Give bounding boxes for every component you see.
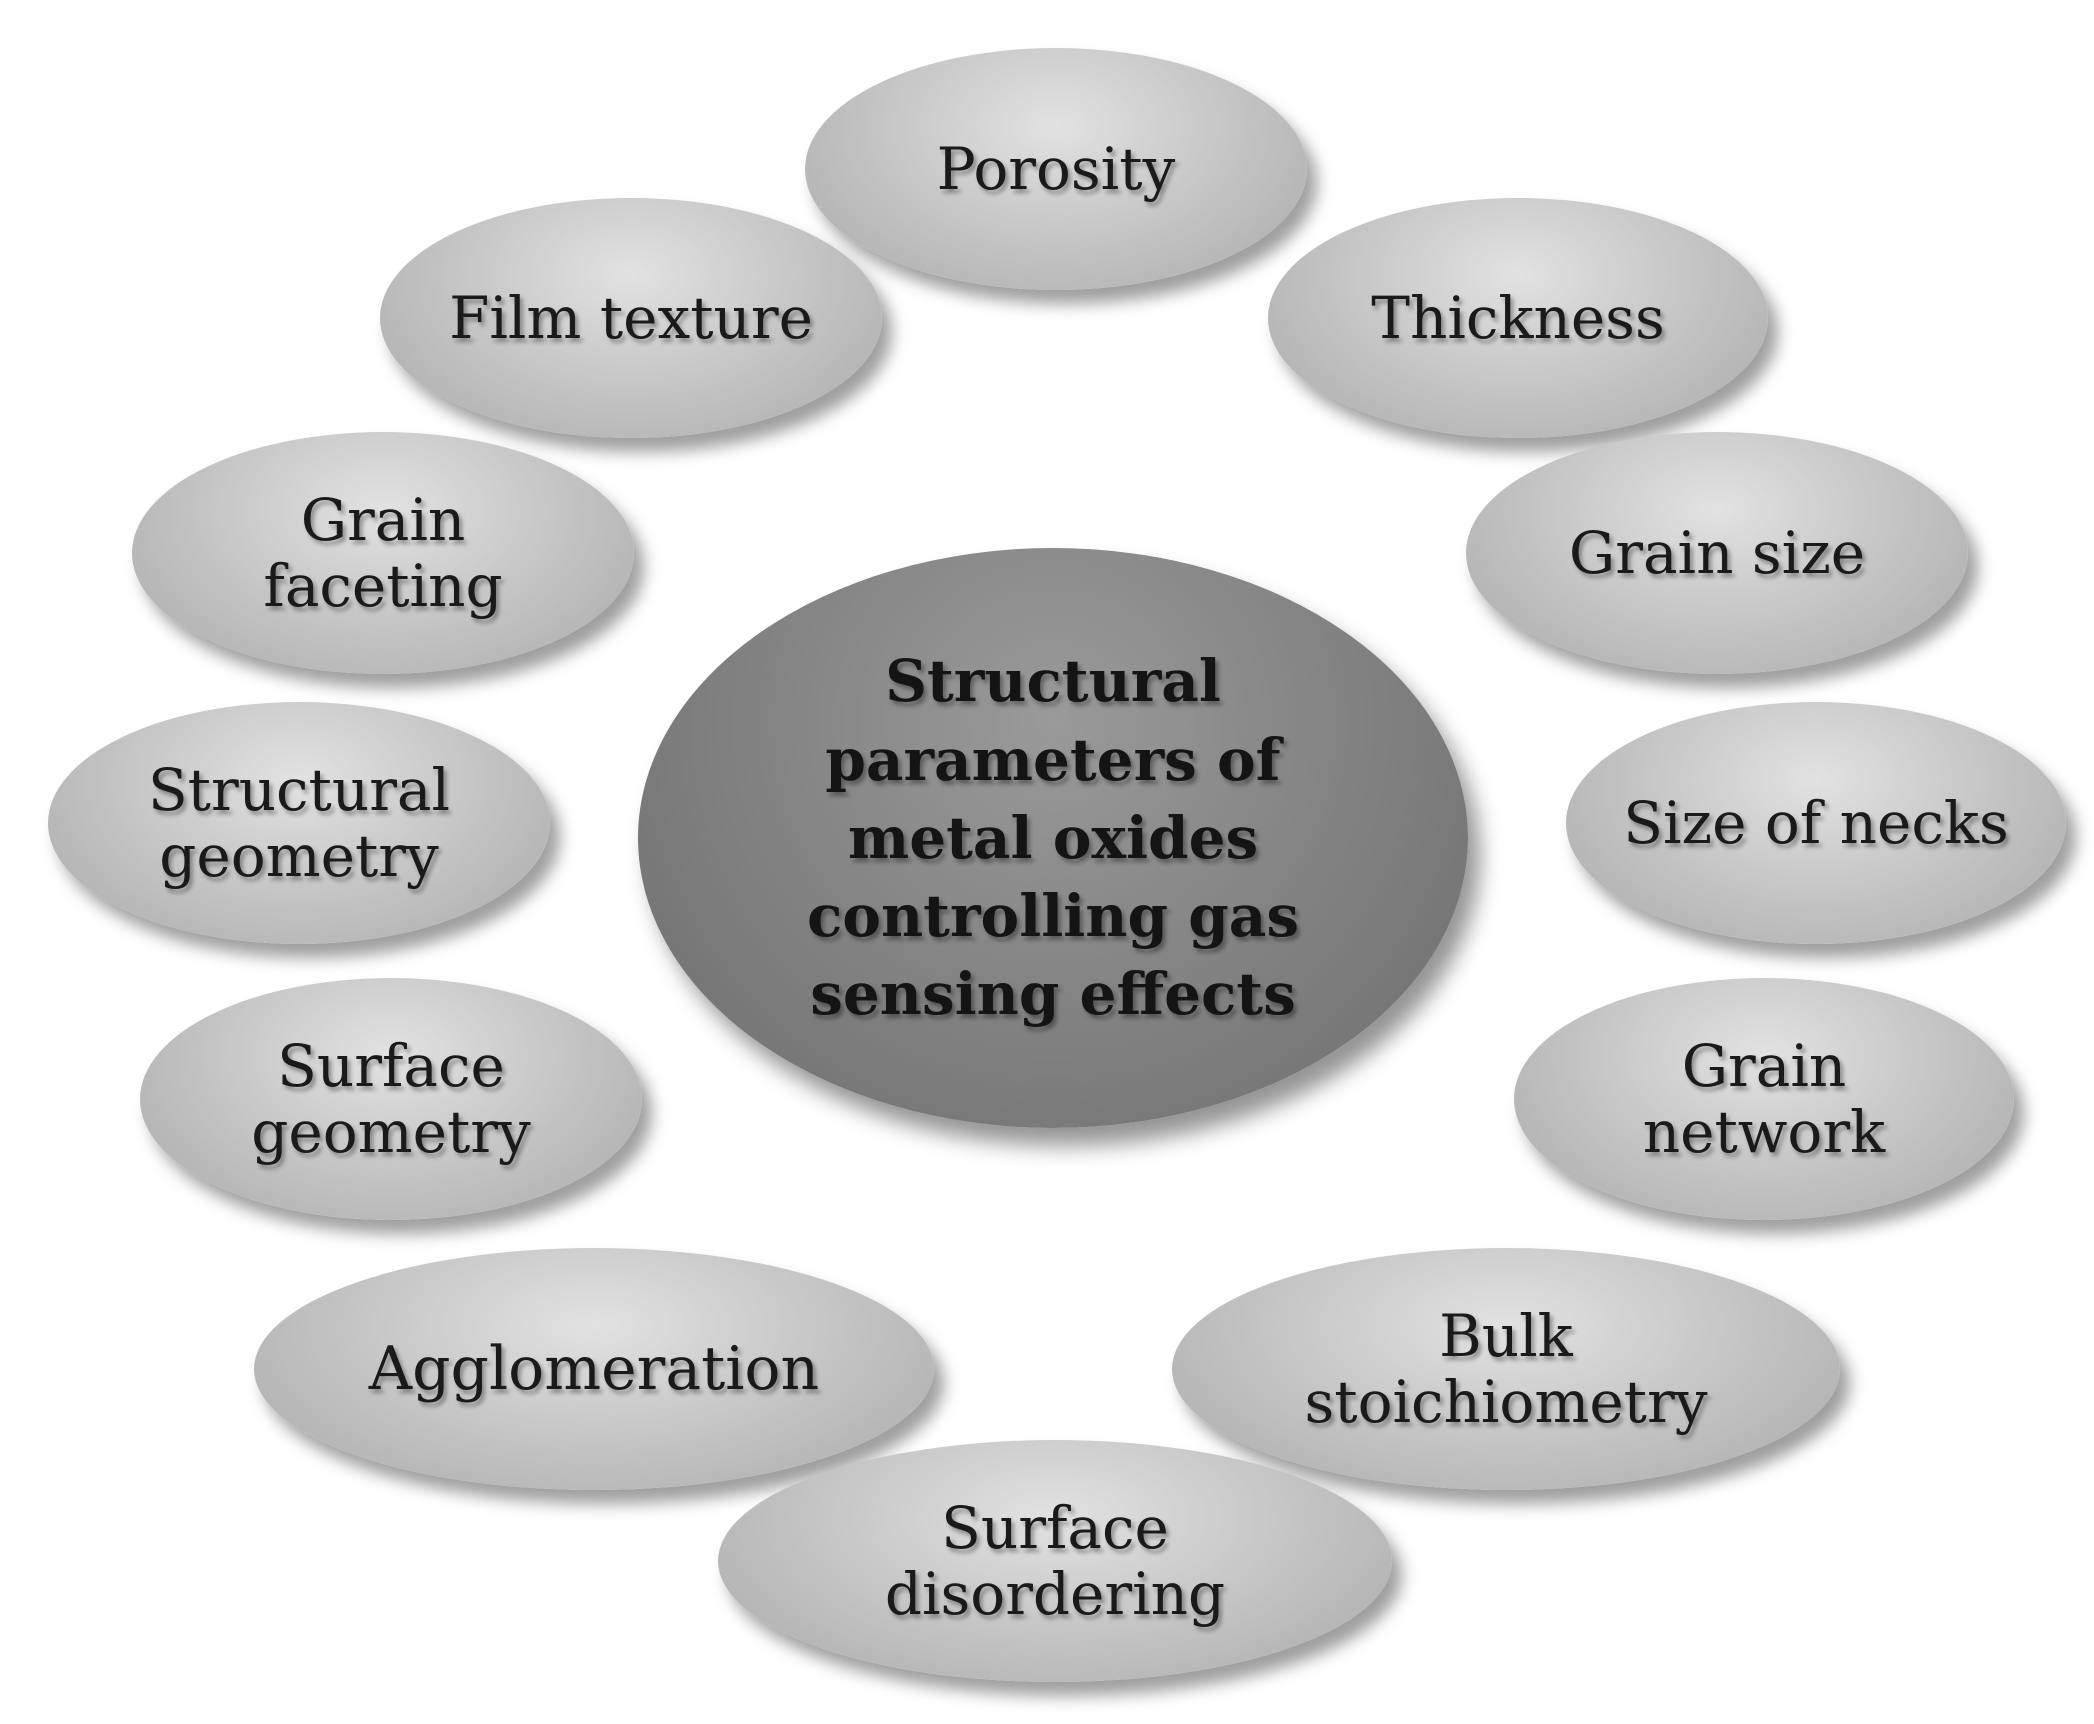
node-grain-faceting-label: Grain faceting xyxy=(263,485,503,620)
node-bulk-stoichiometry: Bulk stoichiometry xyxy=(1172,1248,1840,1490)
node-film-texture-label: Film texture xyxy=(449,283,813,352)
node-grain-size: Grain size xyxy=(1466,432,1968,674)
node-grain-size-label: Grain size xyxy=(1568,518,1866,587)
center-node: Structural parameters of metal oxides co… xyxy=(638,548,1468,1128)
node-surface-geometry: Surface geometry xyxy=(140,978,642,1220)
center-node-label: Structural parameters of metal oxides co… xyxy=(806,647,1299,1029)
node-porosity: Porosity xyxy=(805,48,1307,290)
node-structural-geometry-label: Structural geometry xyxy=(147,755,451,890)
node-bulk-stoichiometry-label: Bulk stoichiometry xyxy=(1304,1301,1708,1436)
node-film-texture: Film texture xyxy=(380,198,882,438)
node-grain-network: Grain network xyxy=(1514,978,2014,1220)
node-thickness: Thickness xyxy=(1268,198,1768,438)
node-grain-faceting: Grain faceting xyxy=(132,432,634,674)
node-surface-disordering: Surface disordering xyxy=(718,1440,1392,1682)
node-surface-geometry-label: Surface geometry xyxy=(251,1031,531,1166)
node-size-of-necks-label: Size of necks xyxy=(1623,788,2009,857)
node-grain-network-label: Grain network xyxy=(1642,1031,1886,1166)
node-porosity-label: Porosity xyxy=(936,134,1176,203)
node-structural-geometry: Structural geometry xyxy=(48,702,550,944)
node-agglomeration-label: Agglomeration xyxy=(368,1333,820,1404)
node-size-of-necks: Size of necks xyxy=(1566,702,2066,944)
node-thickness-label: Thickness xyxy=(1371,283,1665,352)
node-surface-disordering-label: Surface disordering xyxy=(884,1493,1226,1628)
node-agglomeration: Agglomeration xyxy=(254,1248,934,1490)
